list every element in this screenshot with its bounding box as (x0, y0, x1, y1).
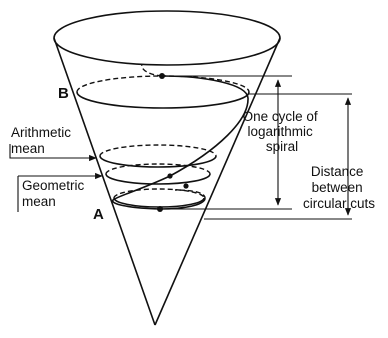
circular-cut-b (76, 75, 250, 109)
dimension-arrows (274, 79, 352, 216)
point-a-marker (157, 206, 163, 212)
label-spiral-cycle: One cycle of logarithmic spiral (243, 109, 322, 154)
cone (53, 10, 281, 326)
circular-cut-arithmetic-mean (99, 144, 217, 168)
arithmetic-mean-leader (9, 144, 97, 162)
point-arithmetic-marker (167, 173, 173, 179)
point-geometric-marker (183, 183, 189, 189)
mean-leaders (9, 144, 102, 212)
cone-right-side (154, 37, 281, 326)
label-point-b: B (58, 85, 69, 102)
geometric-mean-leader (17, 176, 102, 212)
label-geometric-mean: Geometric mean (22, 178, 88, 209)
circular-cuts (76, 75, 250, 208)
circular-cut-geometric-mean (105, 163, 211, 185)
spiral-curve-front (112, 75, 249, 210)
spiral-curve-upper-back (141, 63, 163, 77)
reference-lines (163, 75, 352, 220)
cone-top-rim (53, 10, 281, 66)
point-b-marker (159, 73, 165, 79)
label-point-a: A (93, 206, 104, 223)
circular-cut-a (113, 188, 205, 208)
label-arithmetic-mean: Arithmetic mean (11, 125, 75, 156)
spiral-curve-back (174, 189, 206, 200)
label-distance: Distance between circular cuts (303, 164, 375, 211)
logarithmic-spiral (112, 63, 249, 210)
